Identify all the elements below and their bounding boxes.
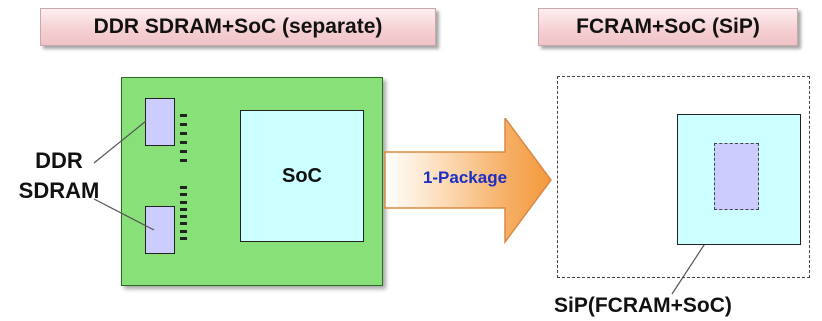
pin-row-bottom	[180, 186, 187, 240]
ddr-label-line2: SDRAM	[18, 178, 100, 203]
leader-line-bottom-chip	[93, 198, 155, 231]
sip-fcram-die	[714, 143, 759, 210]
sip-label: SiP(FCRAM+SoC)	[554, 294, 732, 317]
ddr-label-line1: DDR	[35, 148, 83, 173]
title-sip-text: FCRAM+SoC (SiP)	[576, 15, 760, 38]
pin-row-top	[180, 114, 187, 162]
soc-label: SoC	[282, 164, 322, 187]
leader-line-top-chip	[93, 120, 147, 164]
arrow-label: 1-Package	[422, 168, 508, 187]
sip-package-outline	[557, 76, 810, 278]
title-sip: FCRAM+SoC (SiP)	[538, 8, 798, 46]
leader-line-sip	[671, 241, 707, 295]
ddr-sdram-chip-bottom	[145, 206, 175, 254]
title-separate-text: DDR SDRAM+SoC (separate)	[93, 15, 383, 38]
soc-chip: SoC	[240, 110, 364, 242]
right-arrow-icon	[384, 118, 552, 245]
title-separate: DDR SDRAM+SoC (separate)	[40, 8, 436, 46]
ddr-sdram-label: DDR SDRAM	[4, 146, 114, 206]
